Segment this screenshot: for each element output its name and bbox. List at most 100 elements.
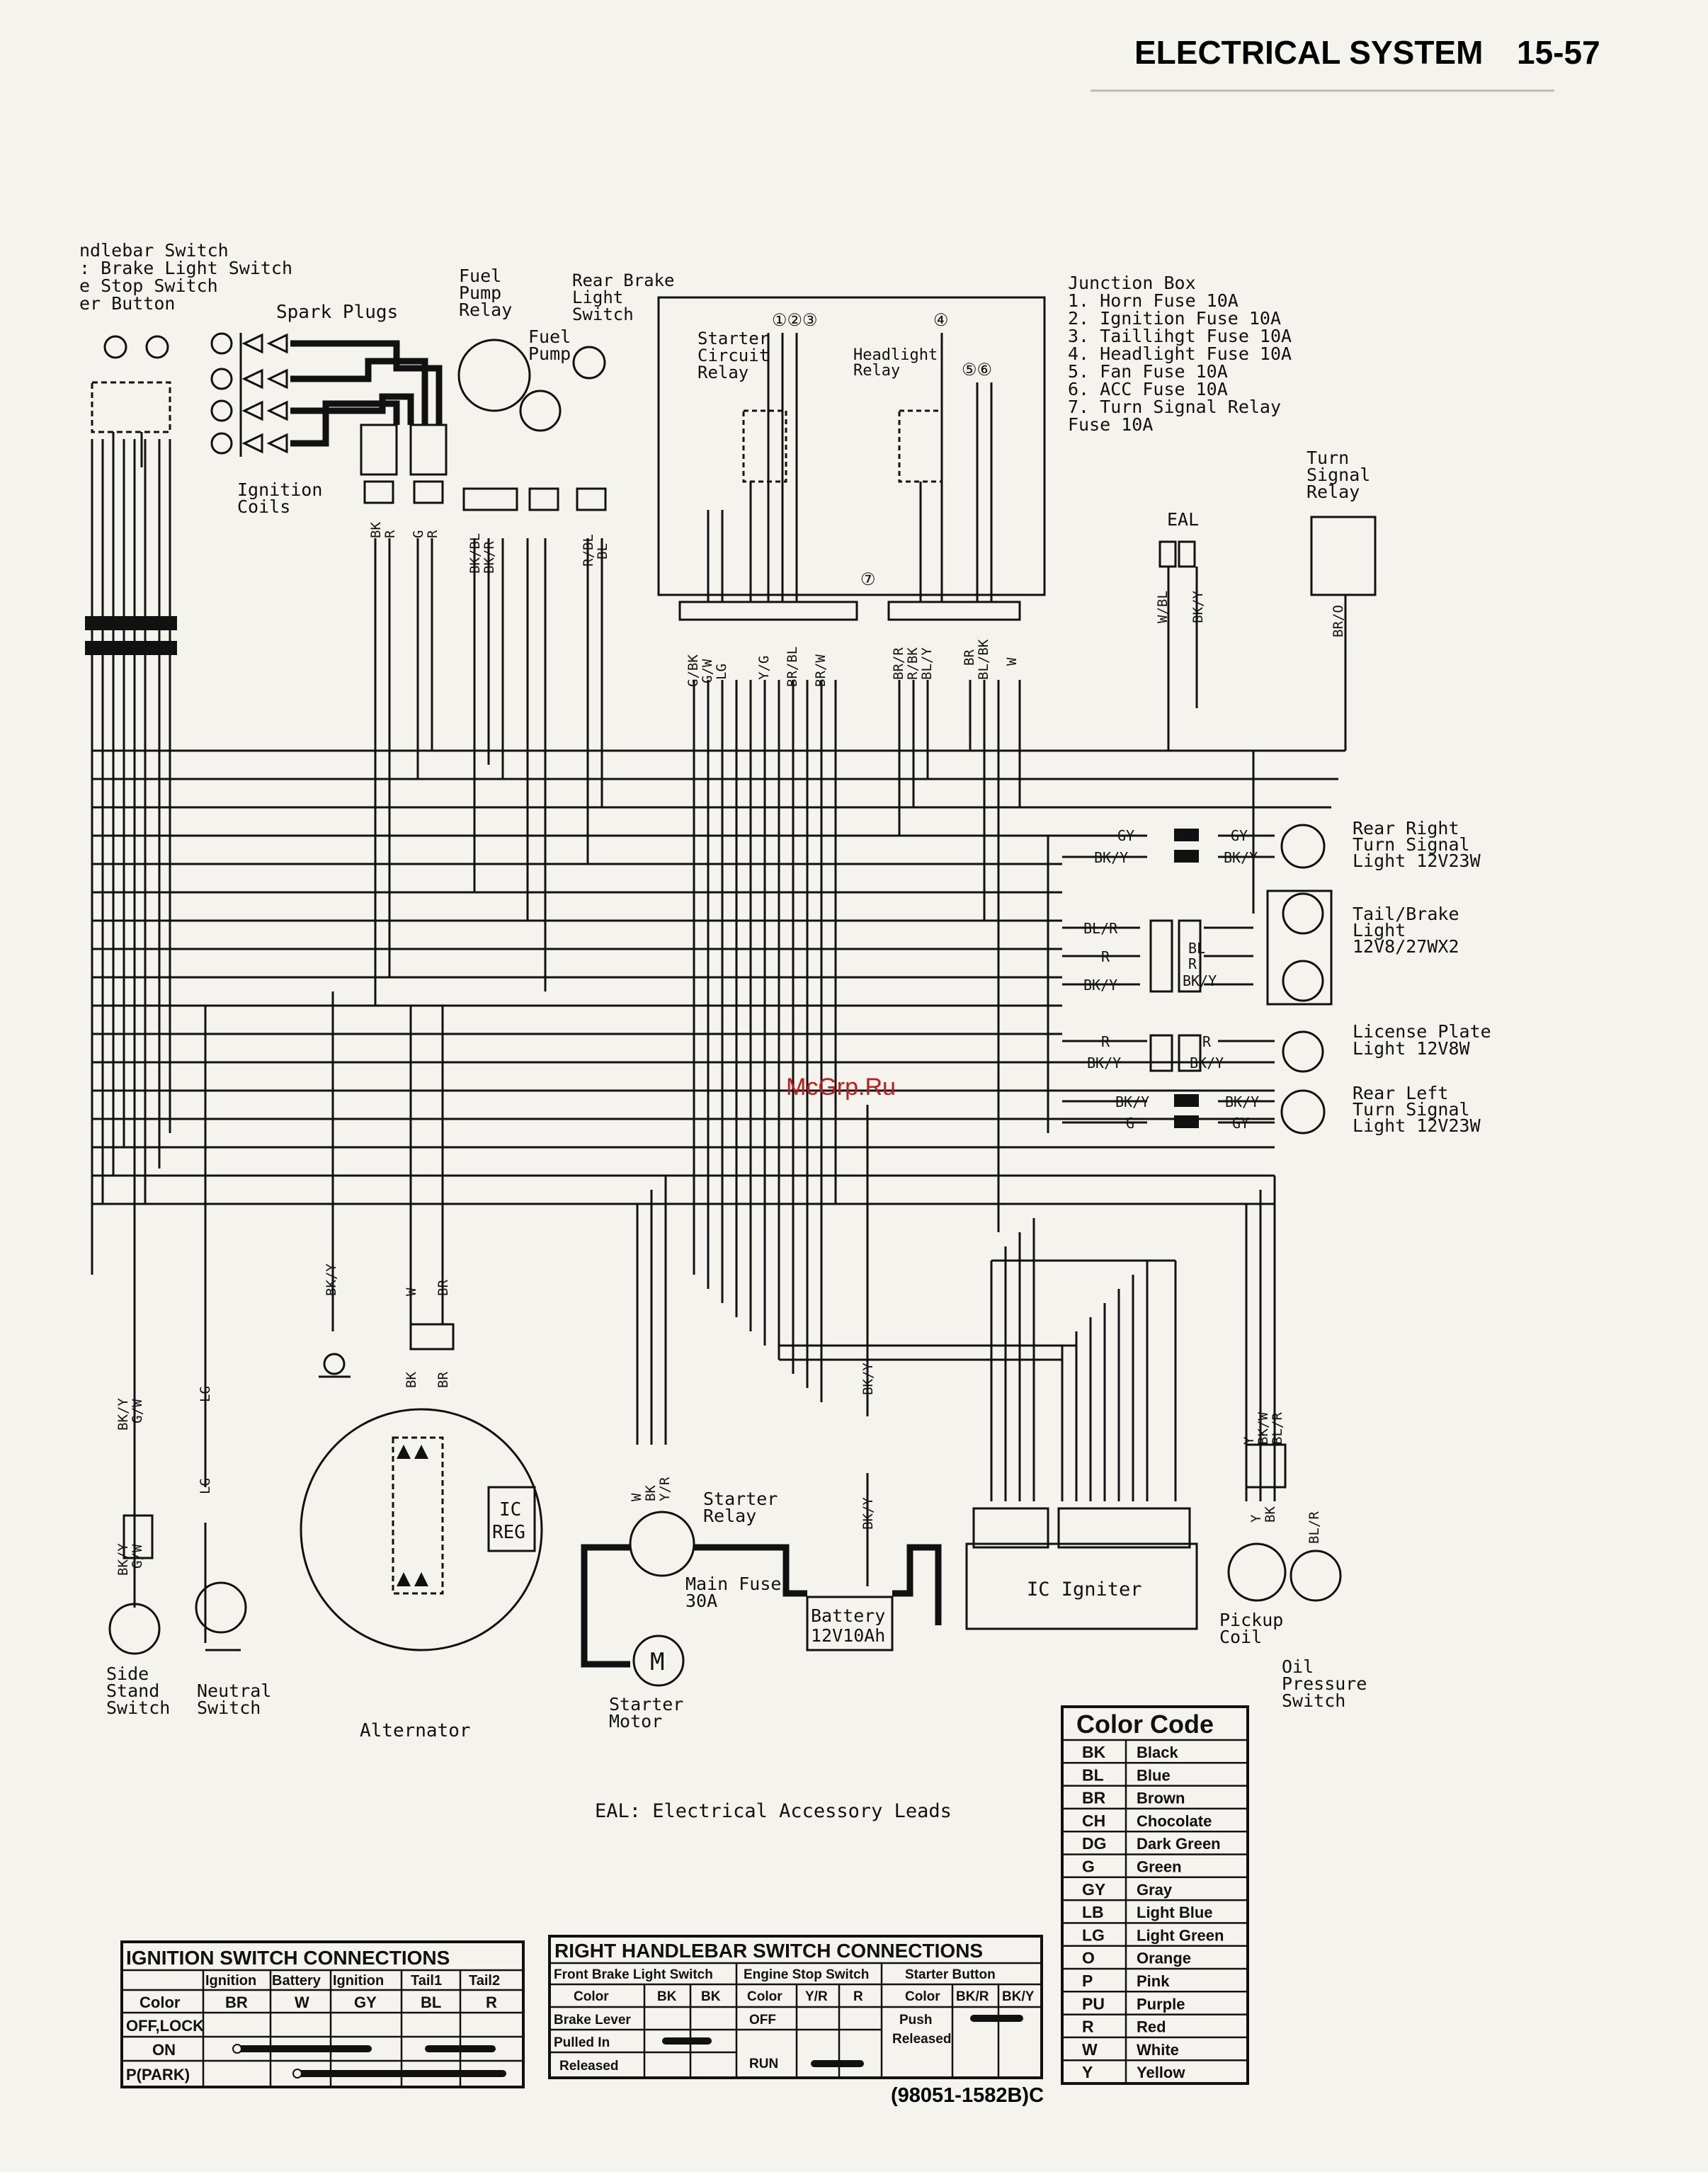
svg-text:BK: BK — [1263, 1506, 1278, 1523]
svg-text:Spark Plugs: Spark Plugs — [276, 302, 398, 323]
color-code-abbrev: BK — [1082, 1743, 1106, 1761]
neutral-switch: Neutral Switch — [195, 1581, 271, 1718]
svg-text:Light: Light — [572, 288, 623, 307]
svg-text:W: W — [629, 1493, 644, 1501]
page-number: 15-57 — [1517, 34, 1600, 71]
svg-text:BR/O: BR/O — [1331, 605, 1346, 637]
handlebar-table-title: RIGHT HANDLEBAR SWITCH CONNECTIONS — [554, 1940, 983, 1962]
pickup-coil: Pickup Coil — [1219, 1443, 1287, 1647]
color-code-name: Green — [1137, 1858, 1182, 1876]
color-code-name: Gray — [1137, 1881, 1173, 1899]
svg-text:BK/Y: BK/Y — [1002, 1989, 1035, 2004]
side-stand-switch: Side Stand Switch — [106, 1514, 170, 1718]
svg-text:Ignition: Ignition — [237, 479, 322, 500]
svg-text:GY: GY — [1232, 1115, 1249, 1132]
svg-text:LG: LG — [714, 664, 729, 680]
color-code-name: Black — [1137, 1744, 1178, 1761]
svg-text:R: R — [486, 1994, 497, 2011]
svg-text:3. Taillihgt Fuse 10A: 3. Taillihgt Fuse 10A — [1068, 326, 1292, 346]
svg-text:BK/Y: BK/Y — [1087, 1054, 1121, 1071]
svg-text:Oil: Oil — [1282, 1656, 1314, 1677]
svg-text:BL: BL — [421, 1994, 441, 2011]
svg-text:Motor: Motor — [609, 1711, 662, 1732]
svg-text:BR: BR — [962, 649, 977, 666]
svg-text:Y: Y — [1241, 1436, 1257, 1445]
svg-text:R/BK: R/BK — [905, 647, 921, 680]
svg-text:12V10Ah: 12V10Ah — [811, 1625, 885, 1646]
svg-text:BK/Y: BK/Y — [324, 1263, 339, 1296]
color-code-name: Light Blue — [1137, 1904, 1213, 1921]
rear-brake-light-switch: Rear Brake Light Switch — [572, 271, 675, 511]
junction-box-legend: Junction Box 1. Horn Fuse 10A 2. Ignitio… — [1068, 273, 1292, 435]
svg-text:Y/R: Y/R — [657, 1477, 673, 1501]
svg-text:Starter: Starter — [703, 1489, 778, 1509]
svg-text:G/W: G/W — [130, 1544, 145, 1569]
svg-text:BK/Y: BK/Y — [1083, 977, 1117, 994]
color-code-abbrev: G — [1082, 1858, 1095, 1876]
svg-text:BR: BR — [225, 1994, 248, 2011]
color-code-name: Light Green — [1137, 1926, 1224, 1944]
svg-text:Released: Released — [892, 2032, 951, 2047]
svg-text:BK/Y: BK/Y — [1225, 1093, 1259, 1110]
svg-text:Starter Button: Starter Button — [905, 1967, 996, 1982]
svg-text:Stand: Stand — [106, 1681, 159, 1701]
svg-text:BL: BL — [595, 543, 610, 559]
svg-text:BK/BL: BK/BL — [467, 533, 483, 574]
starter-button-label: er Button — [79, 293, 175, 314]
svg-text:Starter: Starter — [698, 329, 769, 348]
svg-text:LG: LG — [198, 1478, 213, 1494]
svg-text:Y/G: Y/G — [756, 656, 772, 680]
svg-text:R/BL: R/BL — [581, 534, 596, 567]
svg-text:Light 12V23W: Light 12V23W — [1353, 851, 1481, 871]
svg-text:Light 12V23W: Light 12V23W — [1353, 1115, 1481, 1136]
handlebar-switch-box — [85, 335, 177, 655]
svg-text:Turn: Turn — [1306, 448, 1349, 468]
color-code-name: Red — [1137, 2018, 1166, 2036]
watermark: McGrp.Ru — [786, 1074, 896, 1101]
svg-text:1. Horn Fuse 10A: 1. Horn Fuse 10A — [1068, 290, 1239, 311]
headlight-relay: Headlight Relay — [853, 346, 943, 483]
svg-text:Fuel: Fuel — [459, 266, 501, 286]
svg-text:License Plate: License Plate — [1353, 1021, 1491, 1042]
svg-text:①②③: ①②③ — [772, 310, 818, 330]
svg-text:G/BK: G/BK — [685, 654, 701, 687]
svg-text:30A: 30A — [685, 1591, 717, 1611]
rear-right-turn-signal: Rear Right Turn Signal Light 12V23W — [1280, 818, 1481, 871]
color-code-abbrev: O — [1082, 1949, 1095, 1967]
svg-text:GY: GY — [1231, 827, 1248, 844]
svg-text:BL/R: BL/R — [1083, 920, 1118, 937]
svg-text:Tail1: Tail1 — [411, 1973, 442, 1989]
svg-text:Battery: Battery — [272, 1973, 321, 1989]
color-code-name: White — [1137, 2041, 1179, 2059]
page-title: ELECTRICAL SYSTEM — [1134, 34, 1483, 71]
svg-text:Ignition: Ignition — [205, 1973, 256, 1989]
color-code-abbrev: DG — [1082, 1834, 1107, 1853]
brake-light-switch-label: : Brake Light Switch — [79, 258, 292, 278]
engine-stop-switch-label: e Stop Switch — [79, 275, 218, 296]
svg-text:Front Brake Light Switch: Front Brake Light Switch — [554, 1967, 713, 1982]
color-code-abbrev: Y — [1082, 2063, 1093, 2081]
color-code-title: Color Code — [1076, 1710, 1214, 1739]
svg-text:LG: LG — [198, 1386, 213, 1402]
svg-text:Side: Side — [106, 1664, 149, 1684]
svg-text:BK/Y: BK/Y — [860, 1497, 876, 1530]
svg-text:Relay: Relay — [459, 300, 512, 320]
fuel-pump: Fuel Pump — [519, 326, 571, 511]
svg-text:Pickup: Pickup — [1219, 1610, 1283, 1630]
svg-text:2. Ignition Fuse 10A: 2. Ignition Fuse 10A — [1068, 308, 1281, 329]
svg-text:G/W: G/W — [130, 1399, 145, 1423]
svg-text:IC Igniter: IC Igniter — [1027, 1579, 1142, 1600]
svg-text:BL/Y: BL/Y — [919, 647, 935, 680]
starter-circuit-relay: Starter Circuit Relay — [698, 329, 787, 483]
svg-text:BK/Y: BK/Y — [115, 1543, 131, 1576]
svg-text:Fuel: Fuel — [528, 326, 571, 347]
svg-text:BK/Y: BK/Y — [860, 1363, 876, 1395]
color-code-abbrev: BR — [1082, 1789, 1106, 1807]
svg-text:7. Turn Signal Relay: 7. Turn Signal Relay — [1068, 397, 1281, 417]
svg-text:W/BL: W/BL — [1155, 591, 1171, 623]
svg-text:BR/R: BR/R — [891, 647, 906, 680]
eal-connector: EAL — [1158, 509, 1199, 609]
color-code-abbrev: PU — [1082, 1994, 1105, 2013]
svg-text:Released: Released — [559, 2059, 618, 2074]
